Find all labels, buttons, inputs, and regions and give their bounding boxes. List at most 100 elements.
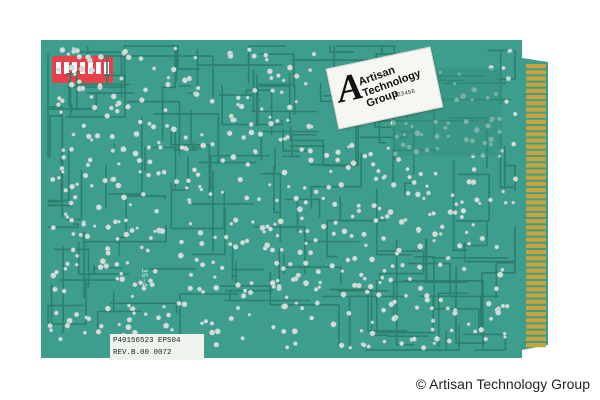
solder-pad: [154, 208, 160, 214]
solder-pad: [407, 174, 412, 180]
solder-pad: [120, 146, 127, 153]
solder-pad: [286, 104, 293, 111]
solder-pad: [240, 293, 247, 299]
solder-pad: [56, 102, 61, 108]
solder-pad: [281, 303, 289, 310]
edge-contact: [526, 76, 546, 81]
edge-contact: [526, 287, 546, 292]
solder-pad: [59, 165, 65, 171]
silkscreen-code: 35-4: [139, 268, 148, 288]
solder-pad: [247, 313, 252, 317]
solder-pad: [252, 149, 258, 154]
solder-pad: [61, 170, 65, 174]
solder-pad: [104, 305, 111, 312]
solder-pad: [390, 182, 397, 188]
solder-pad: [269, 247, 276, 253]
solder-pad: [502, 331, 507, 336]
solder-pad: [117, 162, 121, 166]
solder-pad: [268, 226, 273, 232]
solder-pad: [89, 67, 96, 74]
solder-pad: [185, 178, 191, 184]
solder-pad: [68, 200, 74, 206]
solder-pad: [411, 179, 417, 186]
solder-pad: [349, 142, 355, 149]
solder-pad: [504, 99, 509, 104]
edge-contact: [526, 70, 546, 75]
solder-pad: [133, 131, 140, 137]
copper-trace: [231, 246, 238, 281]
copper-trace: [365, 324, 460, 351]
solder-pad: [340, 269, 345, 273]
copper-trace: [375, 280, 435, 334]
solder-pad: [368, 256, 376, 263]
solder-pad: [257, 131, 264, 137]
solder-pad: [70, 247, 76, 253]
solder-pad: [209, 321, 215, 326]
solder-pad: [192, 91, 197, 96]
solder-pad: [273, 222, 277, 227]
solder-pad: [356, 203, 361, 208]
part-number-line1: P40156523 EPS04: [113, 337, 181, 345]
solder-pad: [165, 312, 171, 318]
edge-contact: [526, 243, 546, 248]
copper-trace: [96, 291, 143, 330]
solder-pad: [284, 295, 289, 300]
copper-trace: [273, 166, 281, 214]
solder-pad: [232, 244, 239, 250]
copper-trace: [337, 290, 407, 332]
solder-pad: [69, 183, 75, 190]
solder-pad: [103, 263, 108, 268]
solder-pad: [138, 169, 142, 174]
edge-contact: [526, 144, 546, 149]
solder-pad: [237, 176, 244, 183]
solder-pad: [105, 224, 112, 230]
solder-pad: [269, 75, 274, 81]
solder-pad: [424, 297, 431, 303]
solder-pad: [74, 262, 79, 267]
solder-pad: [230, 154, 237, 161]
solder-pad: [294, 73, 300, 79]
solder-pad: [157, 140, 161, 145]
solder-pad: [183, 135, 188, 140]
solder-pad: [69, 217, 75, 223]
solder-pad: [438, 297, 444, 303]
solder-pad: [105, 250, 111, 256]
solder-pad: [338, 181, 345, 188]
solder-pad: [371, 202, 377, 209]
solder-pad: [170, 126, 177, 133]
solder-pad: [400, 262, 405, 268]
solder-pad: [187, 285, 194, 292]
watermark: © Artisan Technology Group: [415, 376, 590, 392]
solder-pad: [50, 225, 56, 231]
edge-contact: [526, 107, 546, 112]
solder-pad: [94, 133, 101, 139]
solder-pad: [194, 257, 199, 263]
solder-pad: [313, 287, 319, 292]
solder-pad: [156, 170, 161, 176]
solder-pad: [262, 229, 267, 234]
solder-pad: [63, 266, 68, 271]
solder-pad: [84, 315, 89, 320]
solder-pad: [460, 207, 467, 214]
solder-pad: [396, 247, 402, 254]
solder-pad: [381, 307, 387, 313]
solder-pad: [247, 289, 254, 296]
copper-trace: [93, 264, 123, 274]
solder-pad: [143, 312, 148, 317]
solder-pad: [249, 281, 254, 286]
solder-pad: [351, 282, 358, 289]
solder-pad: [179, 239, 184, 245]
solder-pad: [503, 335, 507, 339]
edge-contact: [526, 194, 546, 199]
solder-pad: [278, 137, 283, 142]
solder-pad: [432, 341, 437, 346]
solder-pad: [110, 148, 115, 153]
solder-pad: [245, 162, 251, 167]
solder-pad: [92, 224, 97, 228]
solder-pad: [89, 183, 94, 188]
solder-pad: [86, 57, 93, 64]
solder-pad: [227, 53, 234, 59]
solder-pad: [195, 172, 201, 178]
solder-pad: [85, 162, 91, 168]
solder-pad: [378, 280, 382, 285]
